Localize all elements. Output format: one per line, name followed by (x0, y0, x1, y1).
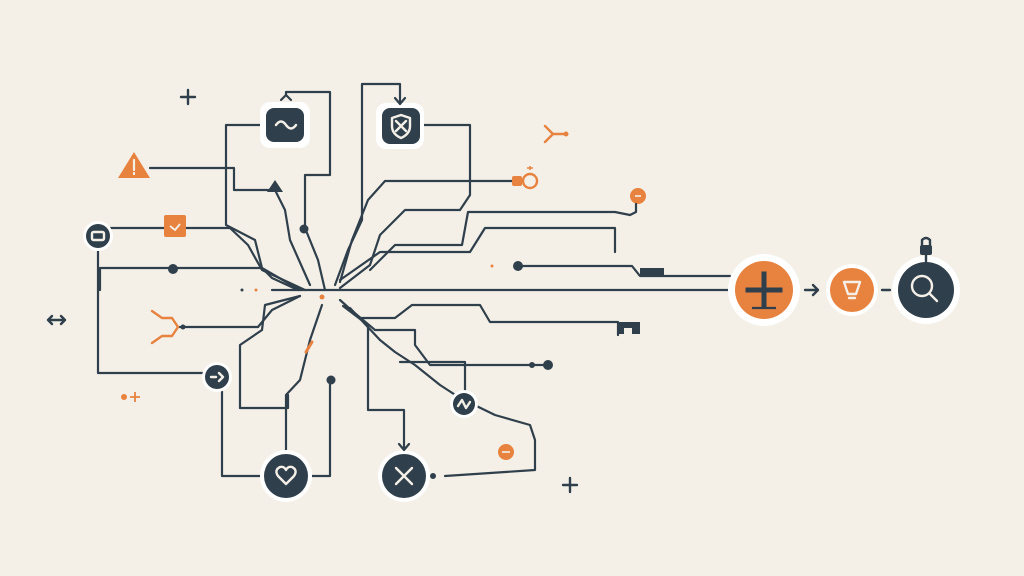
bulb-small-node (628, 188, 646, 217)
wire-shield-right (338, 123, 472, 290)
wire-heart-right (308, 380, 332, 478)
junction-dot (529, 362, 535, 368)
bracket-bottom (618, 322, 640, 334)
bulb-node (826, 264, 878, 316)
close-node (378, 442, 430, 502)
wire-left-dot (98, 266, 300, 292)
terminal-node (83, 221, 113, 251)
junction-dot (168, 264, 178, 274)
lock-node (920, 236, 932, 264)
wire-lower-right-1 (338, 298, 620, 337)
sync-node (450, 390, 478, 418)
junction-dot (543, 360, 553, 370)
wire-heart-left (220, 384, 262, 478)
wire-shield-top (333, 82, 402, 287)
magnifier-icon (910, 274, 934, 298)
bulb-icon (842, 280, 862, 300)
heart-node (260, 450, 312, 502)
magnifier-node (892, 256, 960, 324)
arrow-up-icon (267, 180, 283, 192)
junction-dot (513, 261, 523, 271)
wire-wave-box-top (284, 90, 332, 292)
wire-branch (178, 294, 302, 329)
junction-dot (299, 224, 309, 234)
shield-box-node (376, 96, 424, 149)
wire-trunk-upper (338, 226, 617, 282)
wire-heart-up (284, 303, 324, 457)
junction-dots (168, 224, 553, 479)
close-icon (394, 466, 414, 486)
orange-square-node (164, 215, 186, 237)
branch-icon (150, 309, 180, 345)
orange-dot-node (498, 444, 514, 460)
wire-heart-loop-2 (238, 393, 290, 410)
arrow-right-icon (803, 283, 820, 297)
wire-upper-right (368, 210, 632, 272)
cross-icon (169, 223, 181, 232)
orange-slash-mark (304, 340, 314, 354)
wire-terminal (108, 226, 307, 292)
plus-small-icon (179, 88, 197, 106)
double-arrow-icon (46, 314, 67, 326)
branch-node (150, 309, 186, 345)
code-node (202, 362, 232, 392)
bracket-top (640, 268, 664, 276)
wave-icon (274, 120, 298, 130)
wire-lower-mid (341, 304, 406, 452)
plus-small-icon (561, 476, 579, 494)
warning-node (118, 152, 150, 178)
lock-icon (920, 245, 932, 255)
heart-icon (275, 465, 297, 486)
plus-icon (745, 271, 783, 309)
junction-dot (430, 473, 436, 479)
wire-lower-right-2 (343, 303, 550, 367)
wire-heart-loop (238, 294, 302, 410)
wire-ring (338, 179, 514, 284)
plus-node (728, 254, 800, 326)
chevron-right-icon (543, 124, 568, 144)
ring-node (512, 166, 539, 190)
connection-wires (96, 82, 732, 478)
junction-dot (326, 375, 336, 385)
terminal-icon (90, 230, 106, 242)
shield-icon (390, 113, 412, 140)
orange-small-mark (121, 392, 140, 402)
wave-box-node (260, 93, 310, 148)
wire-terminal-down (96, 244, 207, 375)
wire-wave-box-left (224, 123, 302, 292)
wire-lower-small-node (398, 360, 467, 394)
